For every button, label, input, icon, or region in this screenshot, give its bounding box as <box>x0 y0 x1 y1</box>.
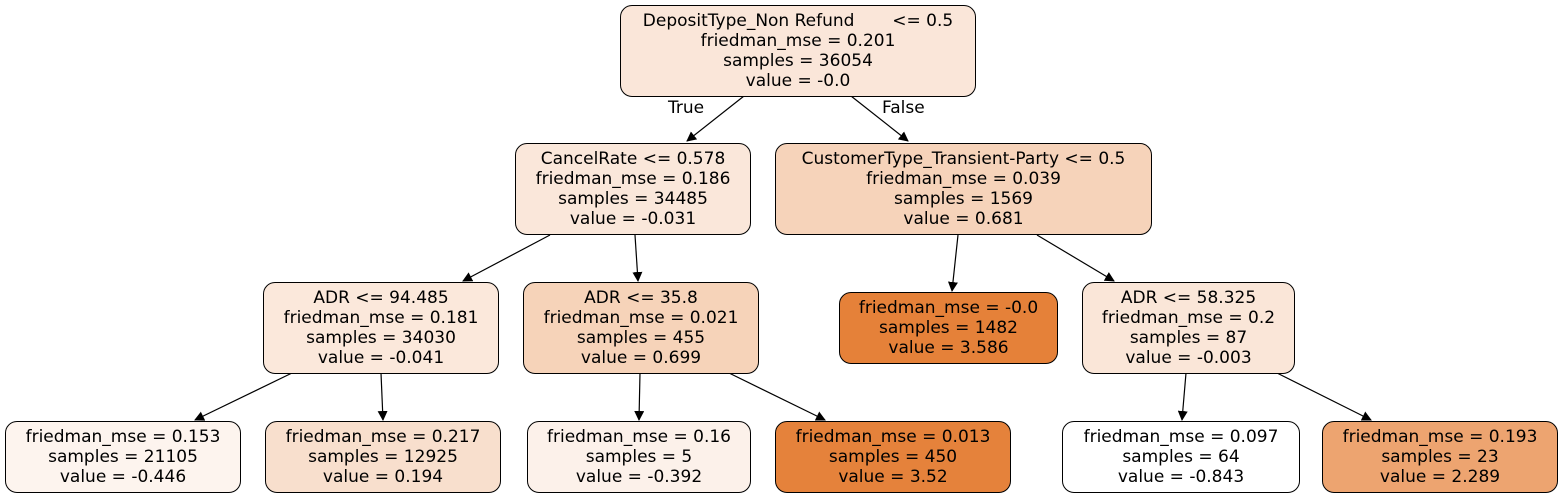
node-split-condition: DepositType_Non Refund <= 0.5 <box>642 11 954 31</box>
tree-leaf-5: friedman_mse = 0.16 samples = 5 value = … <box>527 421 751 493</box>
node-samples: samples = 1482 <box>879 318 1018 338</box>
node-mse: friedman_mse = 0.16 <box>547 427 731 447</box>
node-value: value = -0.0 <box>745 71 851 91</box>
node-samples: samples = 36054 <box>723 51 873 71</box>
node-samples: samples = 64 <box>1122 447 1240 467</box>
node-value: value = 0.681 <box>903 209 1024 229</box>
edge-n1-n4 <box>632 234 643 282</box>
edge-n1-n3 <box>462 234 551 282</box>
node-value: value = 0.699 <box>580 348 702 368</box>
tree-node-cancelrate: CancelRate <= 0.578 friedman_mse = 0.186… <box>515 143 751 235</box>
true-edge-label: True <box>668 98 705 118</box>
node-samples: samples = 5 <box>585 447 693 467</box>
edge-n0-n2 <box>850 95 909 142</box>
node-value: value = 2.289 <box>1379 467 1501 487</box>
tree-node-adr-94: ADR <= 94.485 friedman_mse = 0.181 sampl… <box>263 282 499 374</box>
edge-n3-n7 <box>194 372 293 421</box>
node-samples: samples = 87 <box>1129 328 1248 348</box>
edge-n3-n8 <box>377 372 388 421</box>
node-value: value = -0.003 <box>1125 348 1252 368</box>
node-mse: friedman_mse = 0.217 <box>285 427 481 447</box>
tree-node-adr-58: ADR <= 58.325 friedman_mse = 0.2 samples… <box>1082 282 1295 374</box>
edge-n6-n11 <box>1177 372 1188 421</box>
edge-n4-n10 <box>728 372 826 421</box>
node-samples: samples = 23 <box>1381 447 1499 467</box>
edge-n6-n12 <box>1276 372 1372 421</box>
node-value: value = 3.52 <box>838 467 948 487</box>
node-mse: friedman_mse = 0.186 <box>535 169 731 189</box>
node-value: value = -0.446 <box>59 467 187 487</box>
tree-leaf-12925: friedman_mse = 0.217 samples = 12925 val… <box>265 421 501 493</box>
node-split-condition: CancelRate <= 0.578 <box>540 149 726 169</box>
node-split-condition: ADR <= 94.485 <box>313 288 449 308</box>
node-mse: friedman_mse = 0.181 <box>283 308 479 328</box>
edge-n2-n6 <box>1036 234 1115 282</box>
node-value: value = 3.586 <box>888 338 1009 358</box>
node-value: value = -0.031 <box>569 209 697 229</box>
node-split-condition: CustomerType_Transient-Party <= 0.5 <box>801 149 1126 169</box>
edge-n0-n1 <box>686 95 745 142</box>
node-samples: samples = 450 <box>828 447 958 467</box>
node-mse: friedman_mse = 0.2 <box>1101 308 1276 328</box>
node-samples: samples = 21105 <box>48 447 198 467</box>
node-value: value = -0.392 <box>575 467 703 487</box>
edge-n2-n5 <box>947 234 959 292</box>
tree-node-adr-35: ADR <= 35.8 friedman_mse = 0.021 samples… <box>523 282 759 374</box>
node-mse: friedman_mse = -0.0 <box>858 298 1039 318</box>
tree-leaf-450: friedman_mse = 0.013 samples = 450 value… <box>775 421 1011 493</box>
node-mse: friedman_mse = 0.193 <box>1342 427 1538 447</box>
tree-leaf-1482: friedman_mse = -0.0 samples = 1482 value… <box>839 292 1058 364</box>
edge-n4-n9 <box>634 372 645 421</box>
node-samples: samples = 34485 <box>558 189 708 209</box>
tree-node-customertype: CustomerType_Transient-Party <= 0.5 frie… <box>775 143 1152 235</box>
tree-leaf-21105: friedman_mse = 0.153 samples = 21105 val… <box>5 421 241 493</box>
tree-node-root: DepositType_Non Refund <= 0.5 friedman_m… <box>620 5 976 97</box>
node-value: value = 0.194 <box>322 467 444 487</box>
node-samples: samples = 34030 <box>306 328 456 348</box>
node-mse: friedman_mse = 0.039 <box>866 169 1061 189</box>
node-value: value = -0.843 <box>1117 467 1245 487</box>
node-mse: friedman_mse = 0.021 <box>543 308 739 328</box>
node-mse: friedman_mse = 0.097 <box>1083 427 1279 447</box>
node-samples: samples = 1569 <box>894 189 1033 209</box>
false-edge-label: False <box>882 98 925 118</box>
node-samples: samples = 455 <box>576 328 706 348</box>
node-mse: friedman_mse = 0.201 <box>700 31 896 51</box>
node-split-condition: ADR <= 35.8 <box>584 288 698 308</box>
tree-leaf-23: friedman_mse = 0.193 samples = 23 value … <box>1322 421 1558 493</box>
node-split-condition: ADR <= 58.325 <box>1120 288 1257 308</box>
node-mse: friedman_mse = 0.013 <box>795 427 991 447</box>
node-value: value = -0.041 <box>317 348 445 368</box>
node-samples: samples = 12925 <box>308 447 458 467</box>
tree-leaf-64: friedman_mse = 0.097 samples = 64 value … <box>1062 421 1300 493</box>
node-mse: friedman_mse = 0.153 <box>25 427 221 447</box>
